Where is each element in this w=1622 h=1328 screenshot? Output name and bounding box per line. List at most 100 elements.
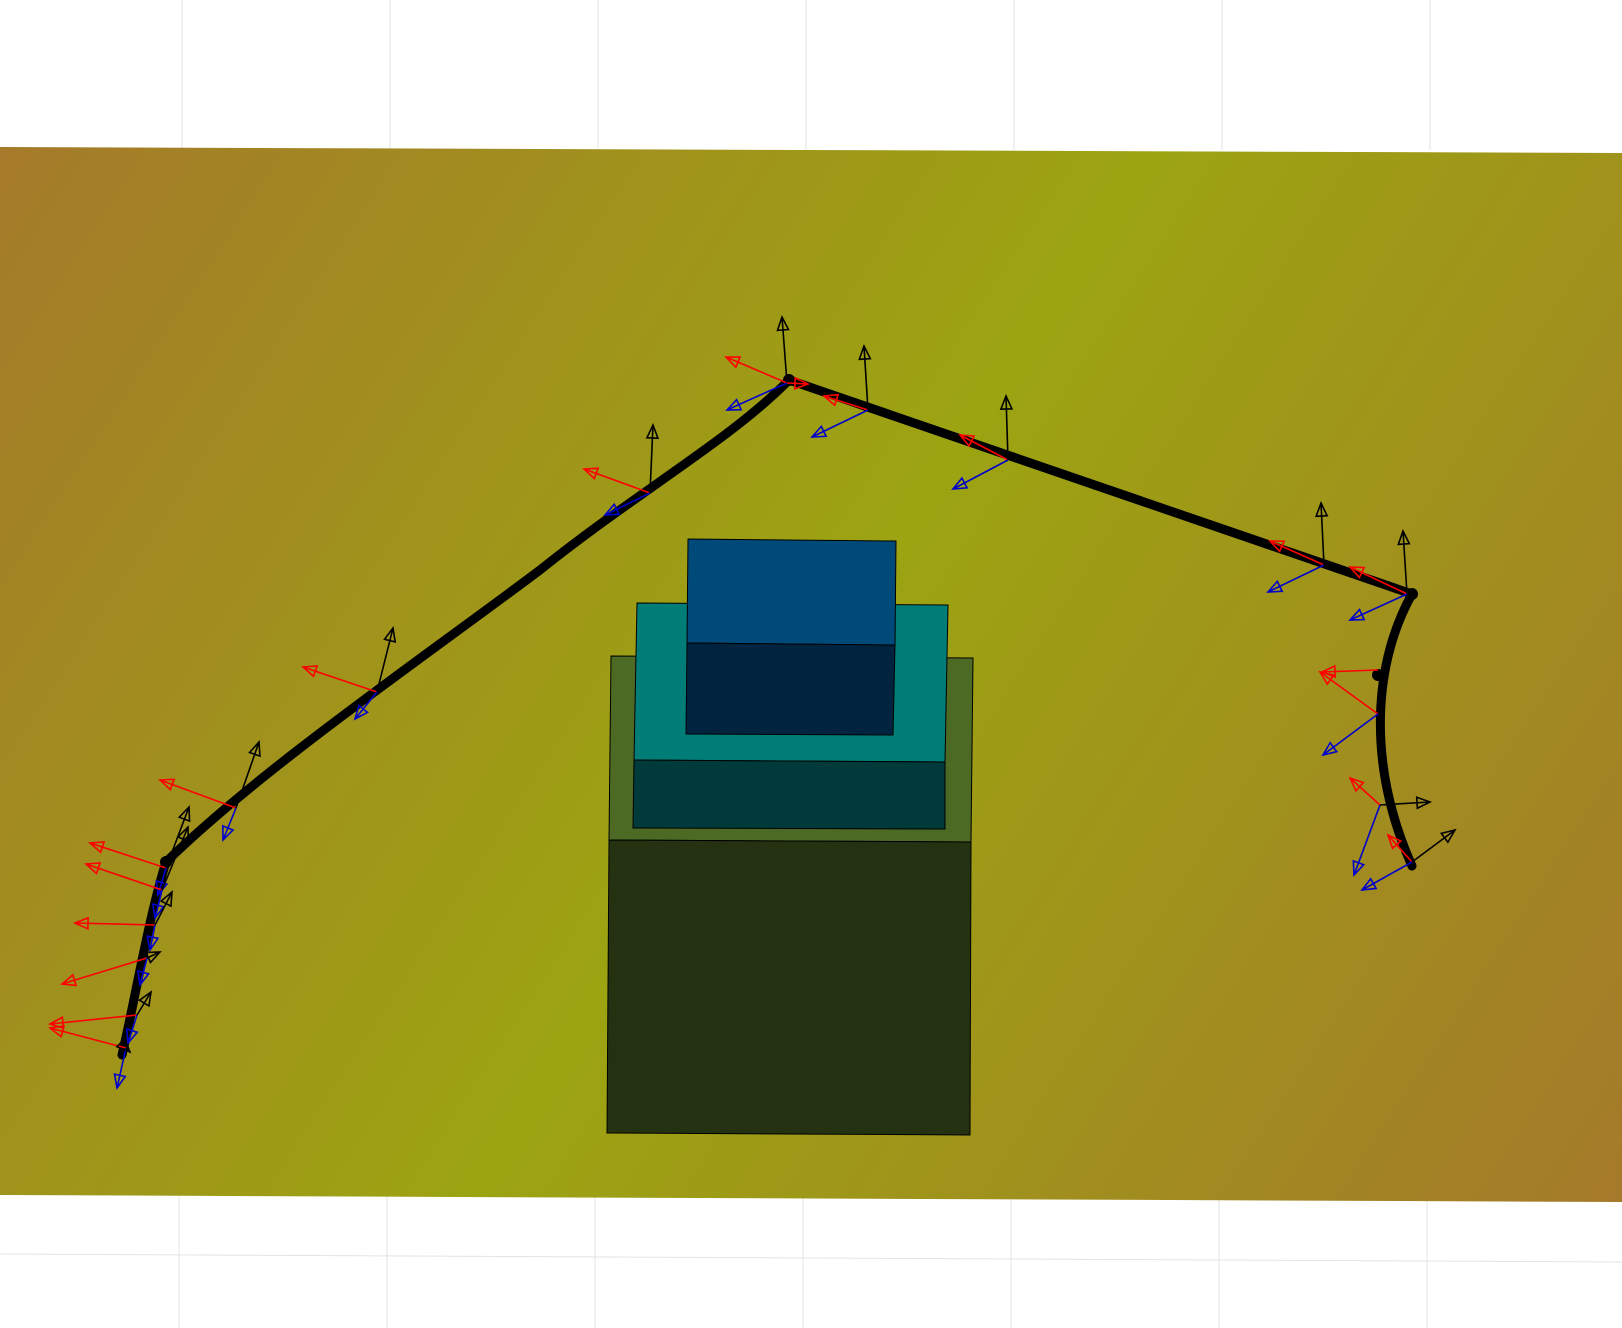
frame-x-axis-arrow xyxy=(724,356,788,384)
frame-y-axis-arrow xyxy=(1348,593,1408,621)
frame-z-axis-arrow xyxy=(376,626,397,693)
frame-z-axis-arrow xyxy=(858,343,872,411)
frame-x-axis-arrow-shaft xyxy=(1319,671,1379,715)
upper-box-front-face xyxy=(685,642,896,736)
frame-z-axis-arrow xyxy=(154,890,173,926)
frame-z-axis-arrow-shaft xyxy=(235,741,260,809)
frame-x-axis-arrow-shaft xyxy=(959,434,1009,461)
frame-y-axis-arrow-head xyxy=(146,935,160,953)
frame-z-axis-arrow-shaft xyxy=(161,826,189,891)
frame-x-axis-arrow-head xyxy=(60,973,78,987)
frame-y-axis-arrow-shaft xyxy=(222,807,237,841)
frame-y-axis-arrow-head xyxy=(603,502,621,516)
frame-z-axis-arrow-head xyxy=(176,825,189,843)
frame-y-axis-arrow-shaft xyxy=(354,691,378,720)
frame-z-axis-arrow-shaft xyxy=(1320,502,1325,566)
frame-x-axis-arrow-shaft xyxy=(49,1014,138,1025)
frame-x-axis-arrow-shaft xyxy=(1269,540,1325,566)
frame-z-axis-arrow xyxy=(1314,500,1329,566)
frame-x-axis-arrow xyxy=(1348,566,1408,595)
frame-z-axis-arrow-shaft xyxy=(376,627,394,693)
frame-z-axis-arrow-head xyxy=(645,422,660,440)
frame-x-axis-arrow xyxy=(47,1014,138,1030)
frame-y-axis-arrow-shaft xyxy=(604,492,651,516)
stacked-box-obstacle xyxy=(606,538,974,1136)
frame-y-axis-arrow-shaft xyxy=(726,382,788,411)
frame-x-axis-arrow-head xyxy=(47,1015,65,1030)
frame-z-axis-arrow-head xyxy=(177,805,191,823)
frame-y-axis-arrow-shaft xyxy=(1322,713,1379,756)
frame-z-axis-arrow-head xyxy=(1415,796,1433,810)
frame-y-axis-arrow xyxy=(353,691,378,721)
frame-z-axis-arrow-head xyxy=(138,990,153,1008)
frame-y-axis-arrow xyxy=(1266,564,1325,593)
frame-x-axis-arrow xyxy=(822,393,869,411)
frame-z-axis-arrow-head xyxy=(1314,500,1329,518)
frame-z-axis-arrow-shaft xyxy=(154,891,173,926)
frame-x-axis-arrow-shaft xyxy=(583,468,651,494)
frame-y-axis-arrow xyxy=(136,957,150,987)
base-box-front-face xyxy=(606,839,972,1136)
frame-z-axis-arrow-head xyxy=(1439,828,1457,844)
frame-x-axis-arrow xyxy=(84,862,163,891)
frame-x-axis-arrow-shaft xyxy=(61,957,148,985)
frame-x-axis-arrow-head xyxy=(158,778,176,792)
frame-y-axis-arrow-head xyxy=(810,424,828,438)
frame-y-axis-arrow-shaft xyxy=(127,1014,138,1044)
frame-x-axis-arrow-head xyxy=(1348,566,1366,579)
frame-x-axis-arrow xyxy=(60,957,148,987)
frame-x-axis-arrow-head xyxy=(822,393,840,407)
frame-z-axis-arrow xyxy=(161,825,189,891)
frame-y-axis-arrow xyxy=(151,889,165,920)
frame-y-axis-arrow xyxy=(113,1047,127,1091)
frame-y-axis-arrow xyxy=(951,459,1009,490)
frame-x-axis-arrow xyxy=(1386,833,1413,863)
frame-x-axis-arrow-head xyxy=(84,862,102,875)
frame-y-axis-arrow-head xyxy=(951,476,969,490)
waypoint-dot xyxy=(1372,669,1384,681)
frame-z-axis-arrow xyxy=(999,393,1014,461)
frame-x-axis-arrow xyxy=(786,376,811,391)
frame-z-axis-arrow-shaft xyxy=(1005,395,1009,461)
frame-z-axis-arrow-shaft xyxy=(1402,530,1408,595)
frame-x-axis-arrow xyxy=(72,916,156,931)
frame-y-axis-arrow-head xyxy=(136,969,150,987)
frame-z-axis-arrow-shaft xyxy=(649,424,654,494)
frame-z-axis-arrow xyxy=(136,990,153,1016)
middle-box-front-face xyxy=(632,759,946,830)
frame-x-axis-arrow-head xyxy=(301,665,319,678)
frame-y-axis-arrow-shaft xyxy=(952,459,1009,490)
frame-y-axis-arrow xyxy=(1321,713,1379,757)
frame-x-axis-arrow-head xyxy=(582,467,600,481)
frame-z-axis-arrow-head xyxy=(248,740,261,758)
frame-z-axis-arrow-head xyxy=(115,1037,132,1054)
frame-x-axis-arrow xyxy=(301,665,378,693)
frame-z-axis-arrow-head xyxy=(858,343,872,361)
frame-z-axis-arrow xyxy=(1411,828,1457,863)
frame-x-axis-arrow-head xyxy=(72,916,89,931)
frame-y-axis-arrow-shaft xyxy=(139,957,148,986)
frame-x-axis-arrow-head xyxy=(48,1025,66,1038)
frame-z-axis-arrow-shaft xyxy=(1379,801,1431,806)
frame-x-axis-arrow-head xyxy=(958,434,976,448)
frame-z-axis-arrow-shaft xyxy=(781,316,788,384)
frame-x-axis-arrow-shaft xyxy=(1321,669,1379,673)
frame-z-axis-arrow-head xyxy=(144,951,162,964)
frame-z-axis-arrow-head xyxy=(383,626,397,644)
frame-y-axis-arrow-head xyxy=(221,824,235,842)
frame-y-axis-arrow xyxy=(125,1014,139,1045)
frame-z-axis-arrow-shaft xyxy=(146,951,161,959)
frame-x-axis-arrow-shaft xyxy=(1349,566,1408,595)
frame-y-axis-arrow-head xyxy=(1360,877,1378,892)
frame-x-axis-arrow-shaft xyxy=(725,356,788,384)
frame-z-axis-arrow xyxy=(115,1037,132,1054)
frame-y-axis-arrow xyxy=(603,492,651,516)
frame-y-axis-arrow-shaft xyxy=(1267,564,1325,593)
frame-x-axis-arrow-shaft xyxy=(1387,834,1413,863)
frame-x-axis-arrow xyxy=(1318,670,1379,715)
frame-z-axis-arrow xyxy=(645,422,660,494)
frame-y-axis-arrow xyxy=(1352,804,1381,877)
frame-x-axis-arrow xyxy=(1268,540,1325,566)
